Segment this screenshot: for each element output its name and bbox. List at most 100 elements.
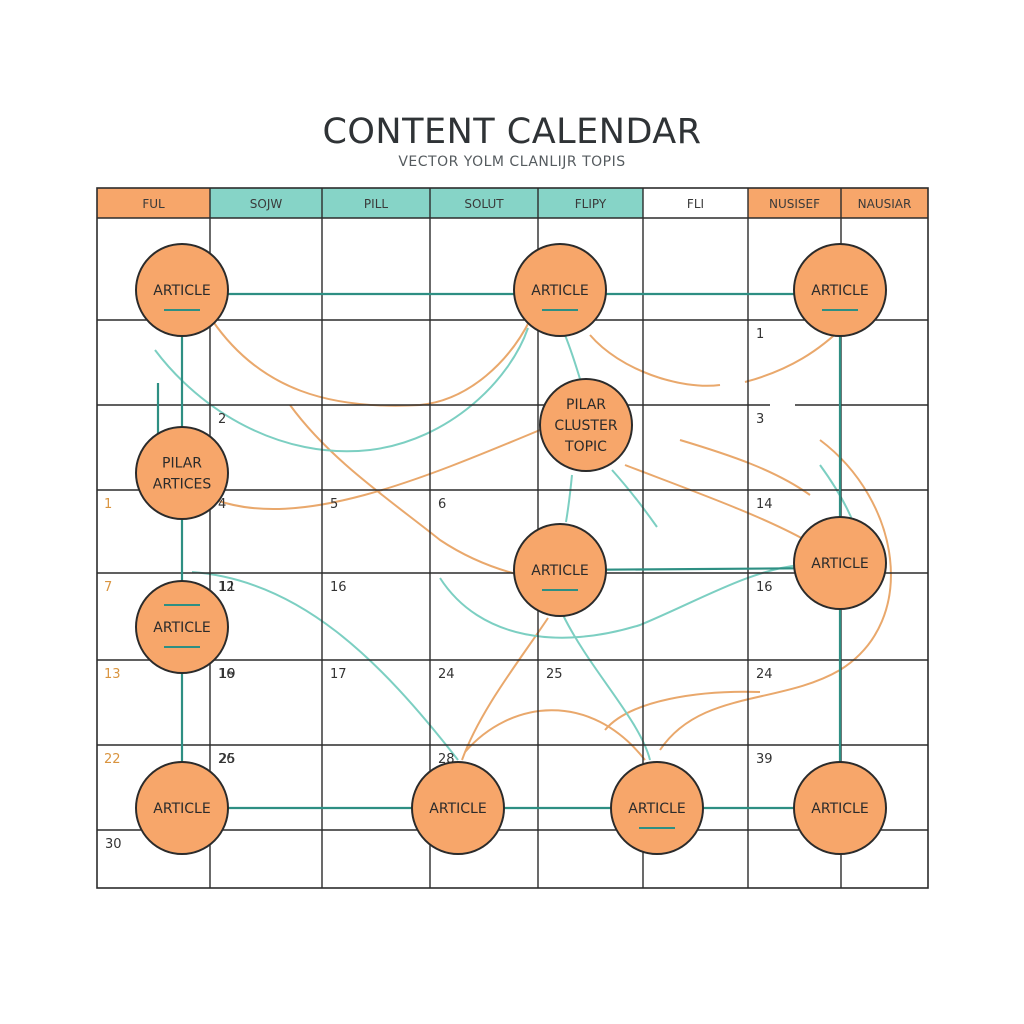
day-number: 3 [756,412,764,427]
day-number: 25 [546,667,563,682]
node-circle [135,580,229,674]
day-number: 1 [104,497,112,512]
day-number: 25 [219,752,236,767]
node-label: ARTICLE [153,620,210,636]
orange-curve [464,709,646,761]
node-circle [135,761,229,855]
header-cell [210,188,322,218]
node-label: PILAR [566,397,606,413]
day-number: 6 [438,497,446,512]
day-number: 14 [756,497,773,512]
day-number: 16 [218,667,235,682]
node-label: ARTICLE [811,283,868,299]
node-label: CLUSTER [554,418,617,434]
day-number: 1 [756,327,764,342]
day-number: 30 [105,837,122,852]
day-number: 12 [218,580,235,595]
node-label: ARTICLE [429,801,486,817]
day-number: 16 [330,580,347,595]
teal-curve [439,564,801,639]
day-number: 16 [756,580,773,595]
day-number: 13 [104,667,121,682]
node-pillar-articles: PILAR ARTICES [135,426,229,520]
orange-curve [604,690,761,731]
node-label: ARTICLE [153,801,210,817]
orange-curve [679,439,811,496]
teal-curve [611,469,658,528]
node-circle [610,761,704,855]
node-article-9: ARTICLE [610,761,704,855]
node-label: TOPIC [564,439,607,455]
node-article-3: ARTICLE [793,243,887,337]
teal-curve [565,474,573,523]
orange-curve [215,429,541,511]
grid-border [96,187,929,889]
node-label: ARTICLE [531,283,588,299]
node-label: ARTICLE [811,801,868,817]
teal-curve [154,327,529,453]
header-cell [643,188,748,218]
node-article-4: ARTICLE [513,523,607,617]
day-number: 24 [756,667,773,682]
node-circle [135,243,229,337]
node-label: PILAR [162,456,202,472]
day-number: 24 [438,667,455,682]
header-label: SOLUT [464,197,504,211]
node-label: ARTICES [153,477,212,493]
header-label: SOJW [250,197,283,211]
day-number: 22 [104,752,121,767]
day-number: 19 [219,667,236,682]
orange-curve [659,439,892,751]
header-cell [430,188,538,218]
node-article-2: ARTICLE [513,243,607,337]
orange-curve [211,319,531,407]
day-number: 39 [756,752,773,767]
day-number: 17 [330,667,347,682]
node-circle [793,243,887,337]
header-label: FUL [142,197,165,211]
node-circle [793,761,887,855]
header-label: PILL [364,197,388,211]
node-circle [793,516,887,610]
header-label: NAUSIAR [858,197,912,211]
page-title: CONTENT CALENDAR [322,112,702,152]
day-number: 4 [218,497,226,512]
node-circle [411,761,505,855]
orange-curve [624,464,806,541]
node-article-7: ARTICLE [135,761,229,855]
header-cell [841,188,928,218]
node-circle [513,243,607,337]
header-label: FLIPY [575,197,607,211]
day-number: 5 [330,497,338,512]
header-cell [748,188,841,218]
node-circle [539,378,633,472]
node-circle [135,426,229,520]
orange-curve [289,404,521,576]
header-label: FLI [687,197,704,211]
day-number: 26 [218,752,235,767]
node-article-6: ARTICLE [135,580,229,674]
day-number: 2 [218,412,226,427]
node-links [156,290,842,810]
node-pillar-cluster: PILAR CLUSTER TOPIC [539,378,633,472]
node-label: ARTICLE [153,283,210,299]
header-cell [97,188,210,218]
node-label: ARTICLE [811,556,868,572]
page-subtitle: VECTOR YOLM CLANLIJR TOPIS [398,154,626,170]
node-circle [513,523,607,617]
orange-curve [461,617,549,761]
day-number: 7 [104,580,112,595]
header-cell [538,188,643,218]
header-cell [322,188,430,218]
connection-curves [154,319,892,761]
node-article-5: ARTICLE [793,516,887,610]
node-article-8: ARTICLE [411,761,505,855]
node-label: ARTICLE [628,801,685,817]
teal-curve [191,571,459,761]
node-label: ARTICLE [531,563,588,579]
node-article-10: ARTICLE [793,761,887,855]
